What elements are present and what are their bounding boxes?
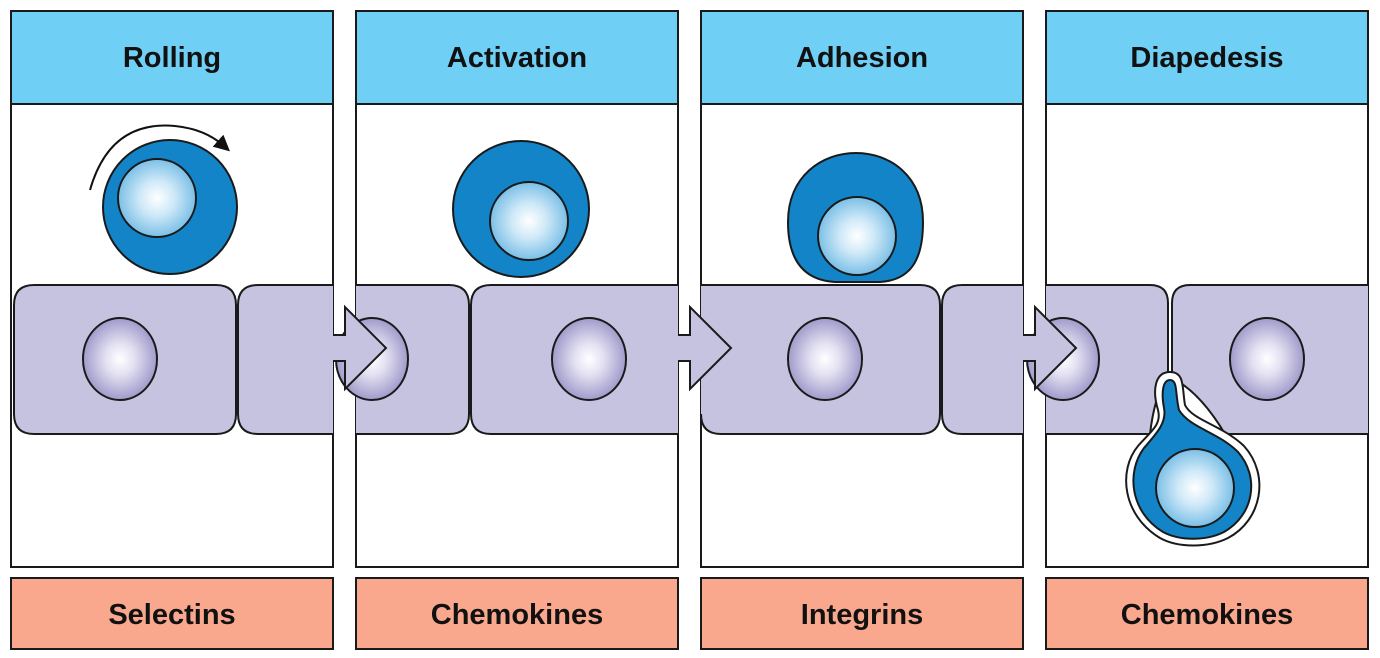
endothelial-nucleus xyxy=(551,317,627,401)
stage-title-diapedesis: Diapedesis xyxy=(1130,42,1283,74)
stage-title-adhesion: Adhesion xyxy=(796,42,928,74)
molecule-box xyxy=(1045,577,1369,650)
panel-activation: Activation Chemokines xyxy=(335,10,679,650)
rolling-arrow xyxy=(89,124,230,191)
molecule-label-selectins: Selectins xyxy=(108,599,235,631)
molecule-box xyxy=(700,577,1024,650)
stage-header xyxy=(700,10,1024,105)
stage-title-activation: Activation xyxy=(447,42,587,74)
progression-arrow xyxy=(1023,304,1078,392)
progression-arrow xyxy=(333,304,388,392)
leukocyte-nucleus xyxy=(489,181,569,261)
molecule-label-integrins: Integrins xyxy=(801,599,923,631)
endothelial-nucleus xyxy=(1229,317,1305,401)
endothelial-cell xyxy=(237,284,333,435)
molecule-box xyxy=(10,577,334,650)
leukocyte-nucleus xyxy=(817,196,897,276)
molecule-label-chemokines: Chemokines xyxy=(431,599,603,631)
panel-rolling: Rolling Selectins xyxy=(10,10,334,650)
endothelial-nucleus xyxy=(787,317,863,401)
panel-adhesion: Adhesion Integrins xyxy=(700,10,1024,650)
molecule-box xyxy=(355,577,679,650)
panel-diapedesis: Diapedesis Chemokines xyxy=(1026,10,1369,650)
stage-header xyxy=(355,10,679,105)
molecule-label-chemokines: Chemokines xyxy=(1121,599,1293,631)
leukocyte-nucleus xyxy=(117,158,197,238)
stage-header xyxy=(10,10,334,105)
endothelial-cell xyxy=(941,284,1023,435)
progression-arrow xyxy=(678,304,733,392)
endothelial-nucleus xyxy=(82,317,158,401)
stage-title-rolling: Rolling xyxy=(123,42,221,74)
stage-header xyxy=(1045,10,1369,105)
leukocyte-nucleus xyxy=(1155,448,1235,528)
